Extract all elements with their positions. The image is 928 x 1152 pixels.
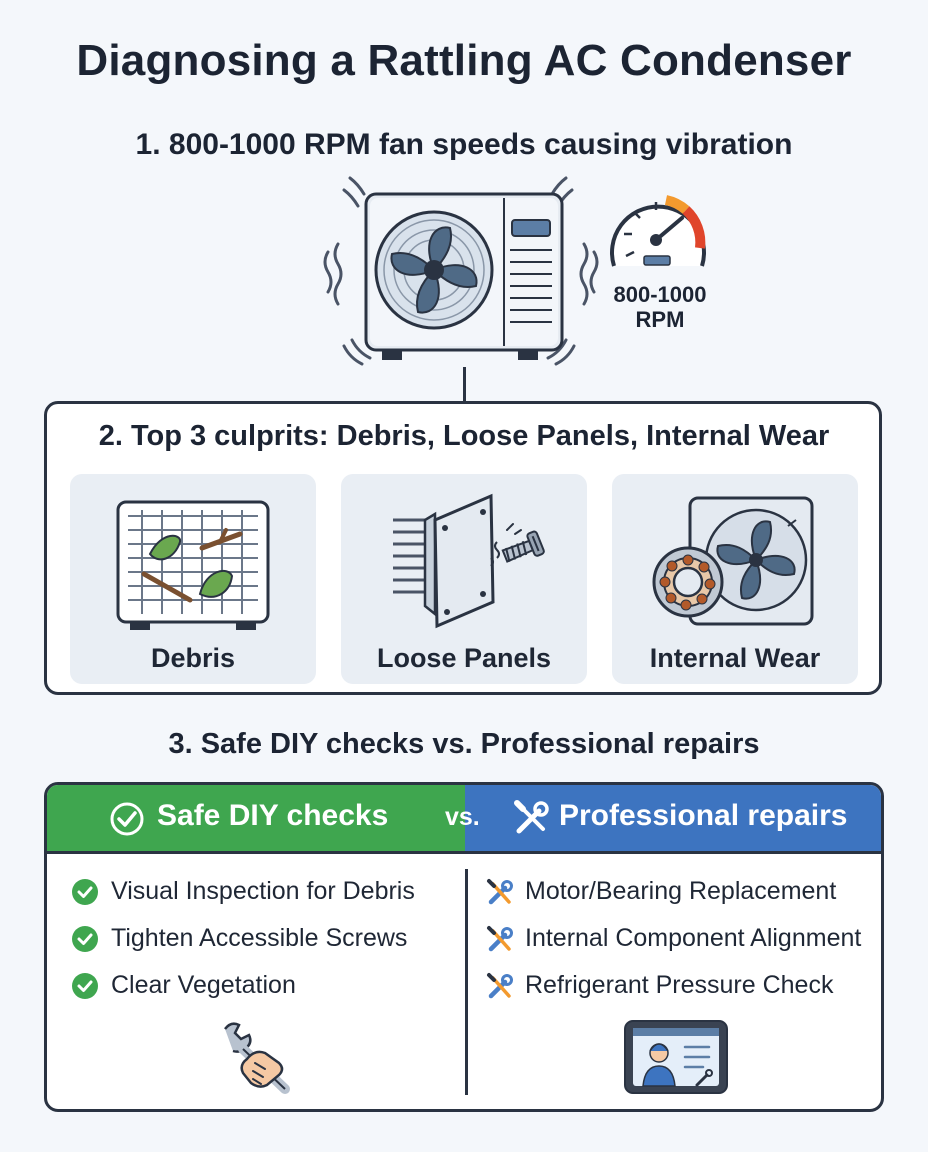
check-circle-icon <box>110 802 144 836</box>
pro-item-text: Motor/Bearing Replacement <box>525 877 837 905</box>
rpm-label-line: RPM <box>635 307 685 332</box>
green-check-icon <box>72 926 98 952</box>
culprit-card-debris: Debris <box>70 474 316 684</box>
tablet-technician-icon <box>624 1020 728 1094</box>
step3-heading: 3. Safe DIY checks vs. Professional repa… <box>168 728 760 760</box>
green-check-icon <box>72 879 98 905</box>
tools-icon <box>487 973 513 999</box>
speedometer-gauge-icon <box>610 195 706 267</box>
column-divider <box>465 869 468 1095</box>
pro-header-text: Professional repairs <box>559 799 848 832</box>
pro-item-text: Internal Component Alignment <box>525 924 862 952</box>
header-divider <box>47 851 881 854</box>
step2-heading: 2. Top 3 culprits: Debris, Loose Panels,… <box>98 420 830 452</box>
loose-panel-screw-icon <box>393 493 545 629</box>
diy-header <box>47 785 465 851</box>
culprit-label-loose-panels: Loose Panels <box>376 643 552 673</box>
culprit-card-internal-wear: Internal Wear <box>612 474 858 684</box>
vs-label: vs. <box>445 803 480 831</box>
culprit-card-loose-panels: Loose Panels <box>341 474 587 684</box>
diy-header-text: Safe DIY checks <box>157 799 389 832</box>
page-title: Diagnosing a Rattling AC Condenser <box>76 36 852 85</box>
rpm-label-line: 800-1000 <box>613 282 707 307</box>
green-check-icon <box>72 973 98 999</box>
pro-item-text: Refrigerant Pressure Check <box>525 971 834 999</box>
diy-item-text: Visual Inspection for Debris <box>111 877 415 905</box>
ac-condenser-icon <box>323 176 599 366</box>
tools-icon <box>487 926 513 952</box>
comparison-panel: Safe DIY checks vs. Professional repairs… <box>44 782 884 1112</box>
debris-condenser-icon <box>116 500 270 630</box>
connector-line <box>463 367 466 402</box>
culprit-label-debris: Debris <box>150 643 236 673</box>
diy-item-text: Clear Vegetation <box>111 971 296 999</box>
tools-icon <box>487 879 513 905</box>
rpm-label: 800-1000 RPM <box>590 282 730 332</box>
hand-wrench-icon <box>224 1022 290 1094</box>
bearing-fan-icon <box>652 496 814 626</box>
culprit-label-internal-wear: Internal Wear <box>649 643 821 673</box>
diy-item-text: Tighten Accessible Screws <box>111 924 408 952</box>
step1-heading: 1. 800-1000 RPM fan speeds causing vibra… <box>135 128 793 161</box>
wrench-screwdriver-icon <box>514 800 549 834</box>
